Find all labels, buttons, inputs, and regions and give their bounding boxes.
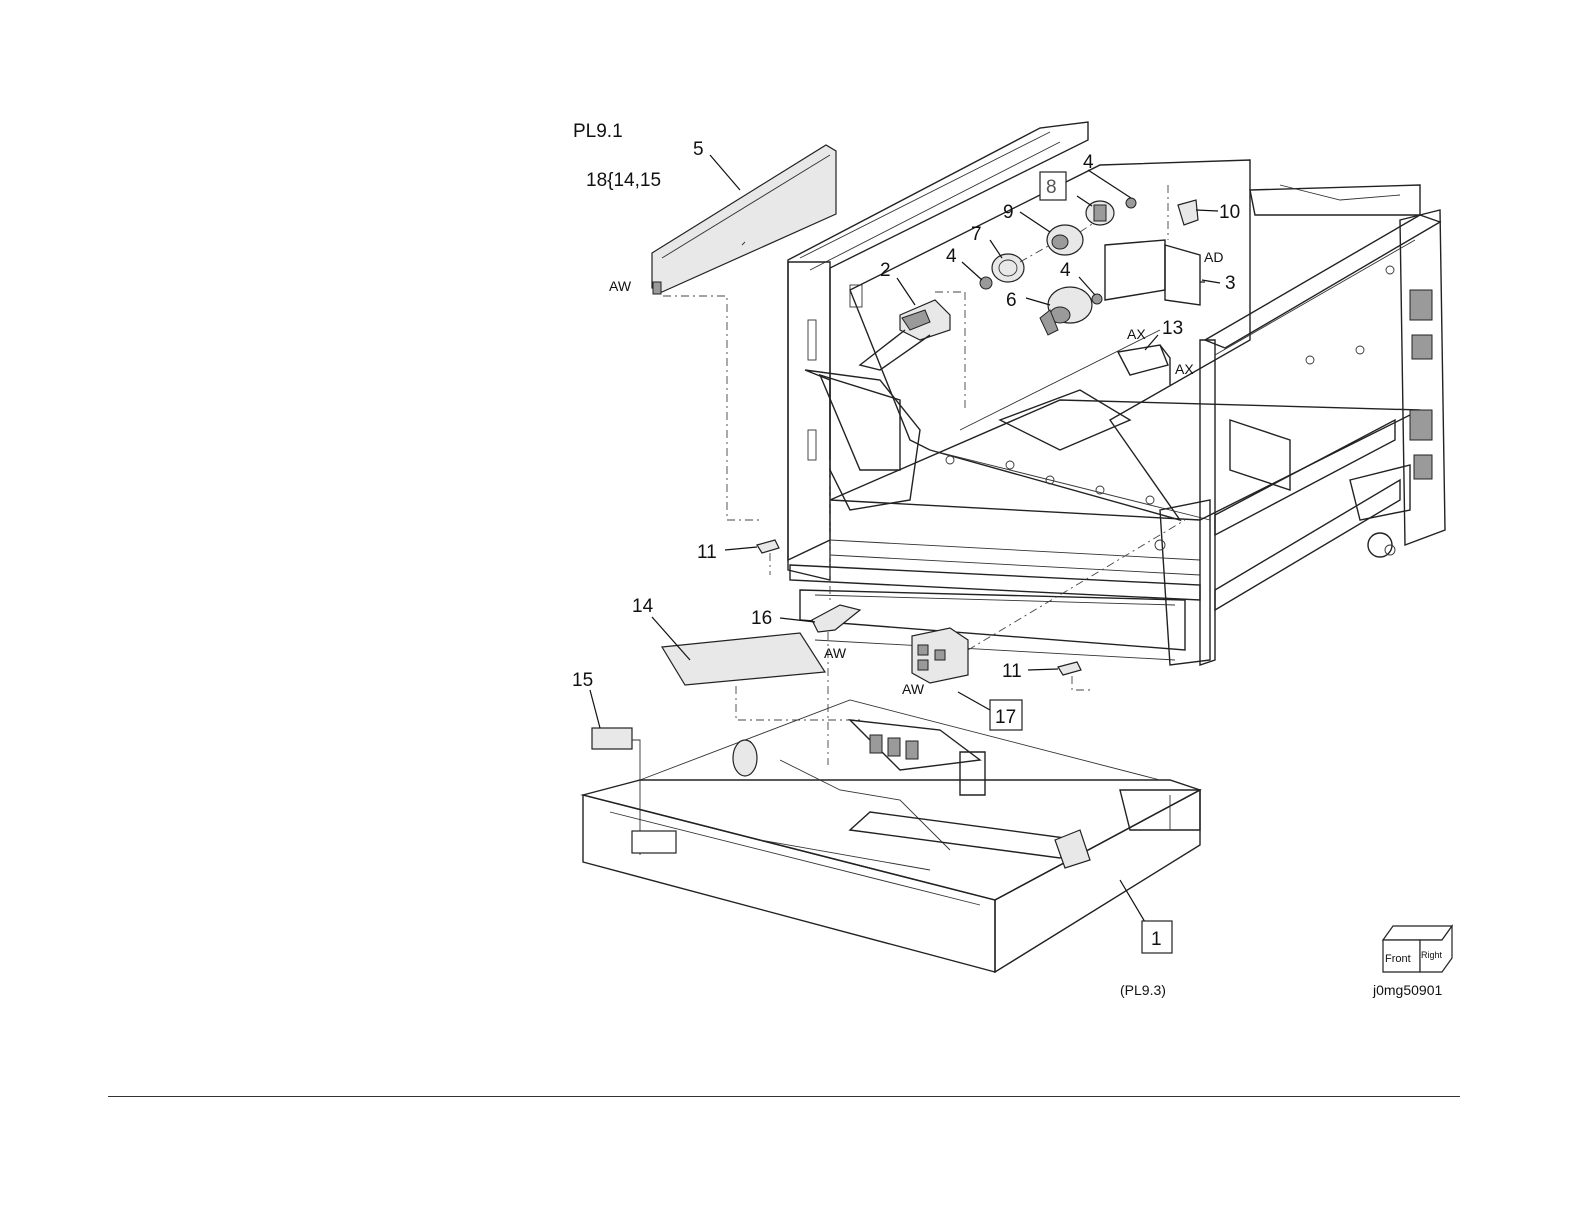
cube-right-label: Right [1421, 950, 1443, 960]
main-frame [788, 122, 1445, 665]
fastener-ref-ax-lower: AX [1175, 361, 1194, 377]
bracket-part-16 [812, 605, 860, 765]
callout-14: 14 [632, 596, 654, 617]
fastener-ref-ax-upper: AX [1127, 326, 1146, 342]
callout-6: 6 [1006, 290, 1017, 311]
bracket-part-10 [1178, 200, 1198, 225]
callout-1-text: 1 [1151, 929, 1162, 950]
callout-15: 15 [572, 670, 593, 691]
paper-tray-part-1 [583, 700, 1200, 972]
plate-reference: (PL9.3) [1120, 982, 1166, 998]
cube-front-label: Front [1385, 953, 1411, 965]
callout-5: 5 [693, 139, 704, 160]
bracket-part-13 [1118, 345, 1170, 385]
clip-part-11-right [1058, 662, 1090, 690]
callout-16: 16 [751, 608, 772, 629]
fastener-ref-ad: AD [1204, 249, 1223, 265]
callout-17: 17 [990, 700, 1022, 730]
rear-cover-part-5 [652, 145, 836, 294]
callout-7: 7 [971, 224, 982, 245]
callout-4-mid: 4 [1060, 260, 1071, 281]
fastener-ref-aw-top: AW [609, 278, 632, 294]
callout-11-right: 11 [1002, 661, 1022, 682]
callout-11-left: 11 [697, 542, 717, 563]
callout-10: 10 [1219, 202, 1240, 223]
clip-part-11-left [757, 540, 779, 575]
kit-note: 18{14,15 [586, 170, 661, 191]
footer-rule [108, 1096, 1460, 1097]
fastener-ref-aw-mid: AW [824, 645, 847, 661]
orientation-cube-icon: Front Right [1383, 926, 1452, 972]
image-id: j0mg50901 [1372, 982, 1442, 998]
gear-part-6 [1040, 287, 1092, 335]
callout-2: 2 [880, 260, 891, 281]
callout-9: 9 [1003, 202, 1014, 223]
callout-8: 8 [1040, 172, 1066, 200]
gear-part-7 [992, 245, 1050, 282]
callout-4-top: 4 [1083, 152, 1094, 173]
fastener-ref-aw-low: AW [902, 681, 925, 697]
callout-17-text: 17 [995, 707, 1016, 728]
callout-4-left: 4 [946, 246, 957, 267]
gear-part-9 [1047, 222, 1095, 255]
callout-3: 3 [1225, 273, 1236, 294]
label-part-14 [662, 633, 825, 685]
callout-13: 13 [1162, 318, 1183, 339]
plate-id: PL9.1 [573, 121, 623, 142]
callout-8-text: 8 [1046, 177, 1057, 198]
callout-1: 1 [1142, 921, 1172, 953]
callout-5-text: 5 [693, 139, 704, 160]
